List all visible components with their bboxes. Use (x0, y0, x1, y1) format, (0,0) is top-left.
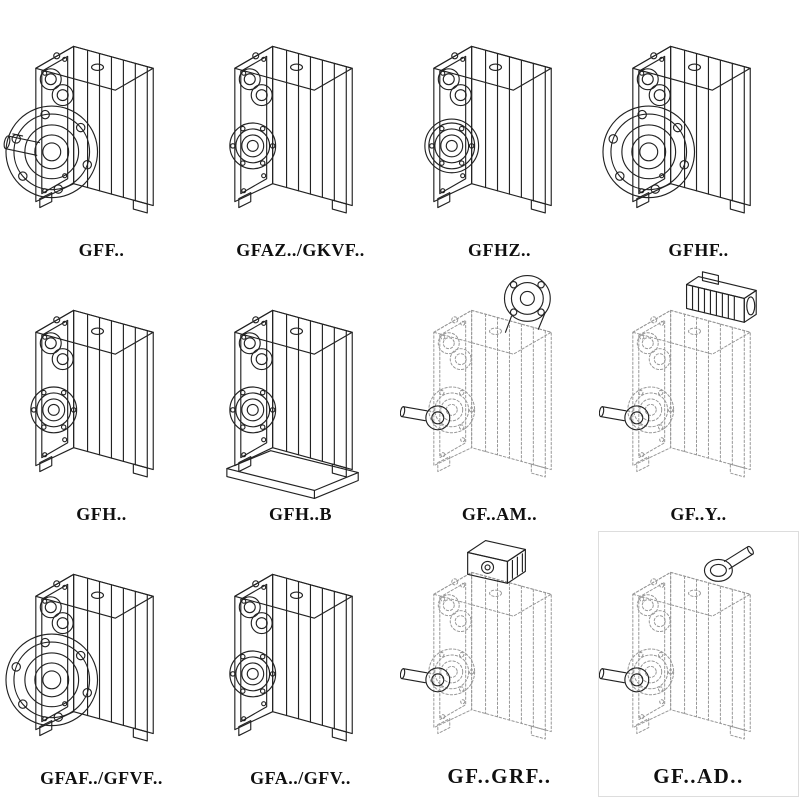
output-bore (428, 648, 476, 696)
gearbox-housing (234, 45, 353, 214)
gearbox-drawing-input-shaft-adapter (599, 544, 756, 740)
gearbox-housing (632, 309, 751, 478)
input-shaft-adapter (703, 544, 756, 582)
gearbox-housing (35, 573, 154, 742)
solid-drawing-group (5, 573, 154, 742)
gearbox-drawing-with-motor (599, 271, 757, 478)
model-label: GFF.. (78, 240, 125, 260)
model-label: GFHF.. (668, 240, 729, 260)
output-shaft (400, 667, 451, 693)
output-bore (229, 650, 277, 698)
catalog-cell-gfaz-gkvf: GFAZ../GKVF.. (201, 4, 400, 268)
input-bores (437, 332, 472, 371)
model-label: GFH.. (76, 504, 127, 524)
gearbox-drawing-flange-solid-shaft (2, 45, 154, 214)
gearbox-housing (234, 573, 353, 742)
output-bore (229, 386, 277, 434)
solid-drawing-group (229, 573, 353, 742)
output-bore (428, 386, 476, 434)
primary-gear-adapter (467, 539, 526, 584)
catalog-cell-gfh: GFH.. (2, 268, 201, 532)
gearbox-drawing-gear-adapter (400, 539, 552, 740)
model-label: GF..GRF.. (447, 764, 552, 788)
gearbox-housing (234, 309, 353, 478)
solid-accessory-group (400, 274, 551, 431)
model-label: GF..Y.. (670, 504, 727, 524)
catalog-cell-gf-grf: GF..GRF.. (400, 532, 599, 796)
gearbox-housing (35, 309, 154, 478)
gearbox-housing (433, 309, 552, 478)
gearbox-housing (632, 45, 751, 214)
input-bores (437, 594, 472, 633)
input-bores (636, 332, 671, 371)
catalog-cell-gfa-gfv: GFA../GFV.. (201, 532, 400, 796)
output-bore (627, 648, 675, 696)
solid-drawing-group (602, 45, 751, 214)
catalog-cell-gfaf-gfvf: GFAF../GFVF.. (2, 532, 201, 796)
catalog-cell-gf-ad: GF..AD.. (598, 531, 799, 797)
electric-motor (685, 271, 757, 323)
output-flange (602, 105, 696, 199)
gearbox-housing (433, 45, 552, 214)
ghost-drawing-group (428, 309, 552, 478)
catalog-cell-gff: GFF.. (2, 4, 201, 268)
model-label: GF..AM.. (461, 504, 538, 524)
model-label: GFHZ.. (467, 240, 531, 260)
output-bore (30, 386, 78, 434)
solid-accessory-group (599, 544, 756, 693)
catalog-cell-gfh-b: GFH..B (201, 268, 400, 532)
output-bore (627, 386, 675, 434)
solid-drawing-group (30, 309, 154, 478)
catalog-cell-gf-y: GF..Y.. (599, 268, 798, 532)
gearbox-drawing-hollow-shaft (229, 45, 353, 214)
ghost-drawing-group (627, 309, 751, 478)
output-shaft (599, 667, 650, 693)
gearbox-housing (632, 571, 751, 740)
gearbox-housing (433, 571, 552, 740)
solid-drawing-group (424, 45, 552, 214)
ghost-drawing-group (627, 571, 751, 740)
gearbox-drawing-iec-adapter (400, 274, 552, 478)
gearbox-drawing-flange (5, 573, 154, 742)
output-bore (229, 122, 277, 170)
gearbox-drawing-flange-hollow (602, 45, 751, 214)
catalog-cell-gf-am: GF..AM.. (400, 268, 599, 532)
model-label: GFA../GFV.. (250, 768, 351, 788)
input-bores (636, 594, 671, 633)
model-label: GF..AD.. (653, 764, 744, 788)
model-label: GFAZ../GKVF.. (236, 240, 365, 260)
solid-drawing-group (226, 309, 359, 500)
model-label: GFAF../GFVF.. (40, 768, 163, 788)
gearbox-housing (35, 45, 154, 214)
output-shaft (400, 405, 451, 431)
gearbox-drawing-hollow-shaft (229, 573, 353, 742)
output-bore (428, 122, 476, 170)
gearbox-drawing-shrink-disc (424, 45, 552, 214)
gearbox-drawing-hollow-shaft (30, 309, 154, 478)
solid-drawing-group (229, 45, 353, 214)
output-shaft (599, 405, 650, 431)
solid-drawing-group (3, 45, 154, 214)
model-label: GFH..B (268, 504, 332, 524)
output-flange (5, 633, 99, 727)
iec-adapter-flange (503, 274, 551, 333)
shrink-disc-ring (424, 118, 480, 174)
catalog-cell-gfhz: GFHZ.. (400, 4, 599, 268)
output-flange-shaft (3, 106, 97, 198)
catalog-cell-gfhf: GFHF.. (599, 4, 798, 268)
ghost-drawing-group (428, 571, 552, 740)
gearbox-drawing-foot-mounted (226, 309, 359, 500)
